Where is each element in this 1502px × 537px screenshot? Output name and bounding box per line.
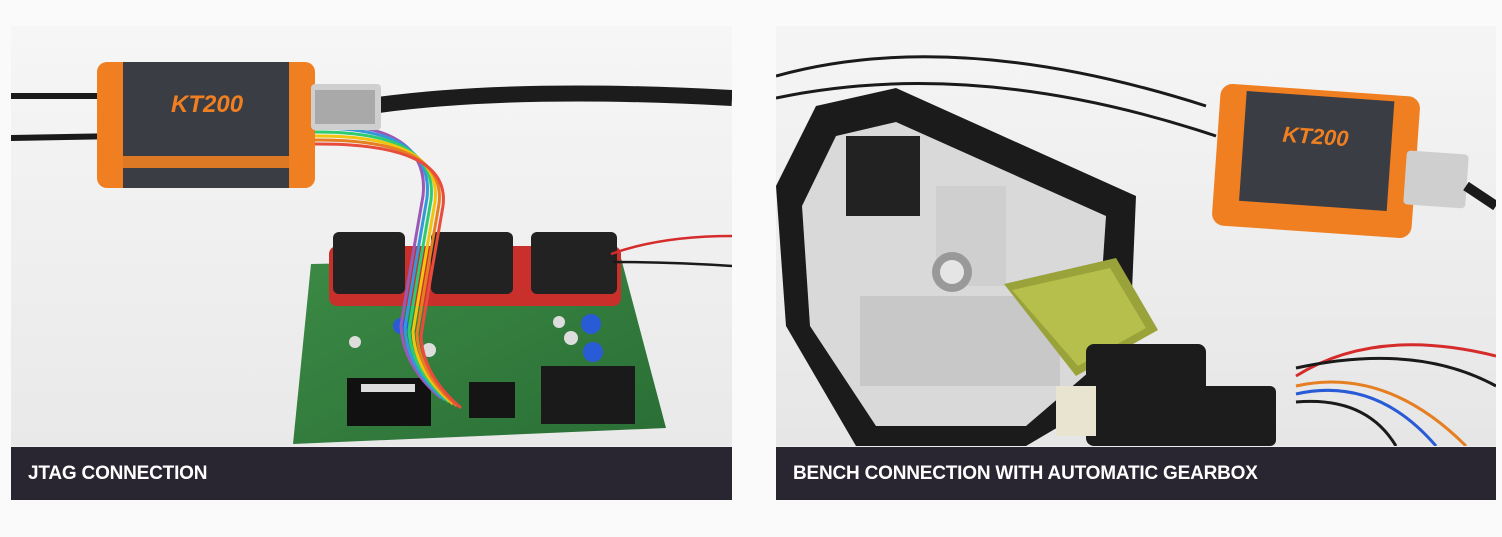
caption-bar: JTAG CONNECTION	[11, 447, 732, 500]
jtag-connection-photo: KT200	[11, 26, 732, 446]
ribbon-cable	[310, 122, 462, 410]
card-caption: BENCH CONNECTION WITH AUTOMATIC GEARBOX	[793, 462, 1258, 484]
kt200-device	[1212, 84, 1496, 238]
caption-bar: BENCH CONNECTION WITH AUTOMATIC GEARBOX	[776, 447, 1496, 500]
kt200-device	[97, 62, 381, 188]
kt200-logo: KT200	[1282, 122, 1350, 152]
ecu-pcb	[293, 232, 666, 444]
gearbox-control-unit	[776, 88, 1276, 446]
card-caption: JTAG CONNECTION	[28, 462, 208, 484]
jtag-connection-card[interactable]: KT200 JTAG CONNECTION	[11, 26, 732, 500]
kt200-logo: KT200	[171, 91, 244, 118]
bench-connection-photo: KT200	[776, 26, 1496, 446]
bench-connection-card[interactable]: KT200 BENCH CONNECTION WITH AUTOMATIC GE…	[776, 26, 1496, 500]
